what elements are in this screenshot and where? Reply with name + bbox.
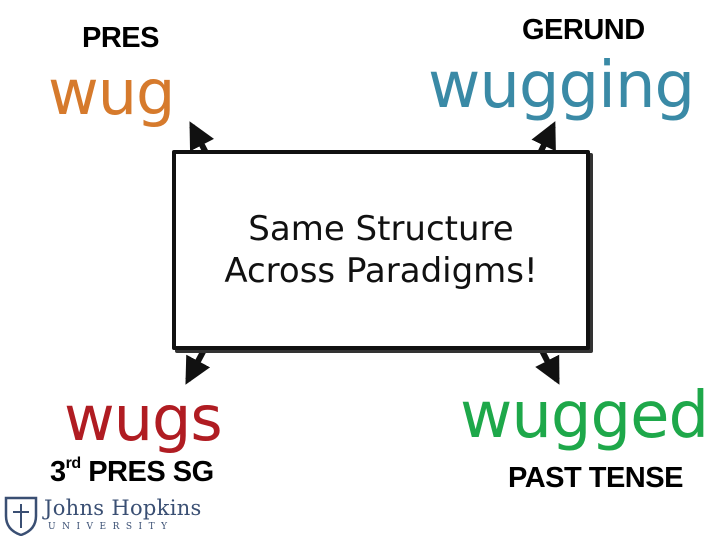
label-3rd-pres-sg: 3rd PRES SG — [50, 455, 214, 489]
word-wugged: wugged — [460, 379, 709, 453]
center-line-2: Across Paradigms! — [224, 251, 538, 291]
word-wugs: wugs — [64, 382, 223, 455]
word-wugging: wugging — [428, 49, 695, 123]
label-gerund: GERUND — [522, 14, 645, 46]
university-logo: Johns Hopkins UNIVERSITY — [4, 494, 204, 538]
label-pres: PRES — [82, 22, 159, 54]
shield-icon — [4, 496, 38, 536]
label-past-tense: PAST TENSE — [508, 462, 683, 494]
center-line-1: Same Structure — [248, 208, 514, 249]
label-3rd-suffix: rd — [65, 455, 82, 473]
label-pres-sg-text: PRES SG — [80, 456, 214, 488]
center-message-box: Same Structure Across Paradigms! — [172, 150, 590, 350]
word-wug: wug — [48, 56, 175, 129]
logo-name: Johns Hopkins — [44, 496, 202, 520]
logo-subtitle: UNIVERSITY — [48, 522, 174, 532]
label-3rd-number: 3 — [50, 456, 66, 488]
